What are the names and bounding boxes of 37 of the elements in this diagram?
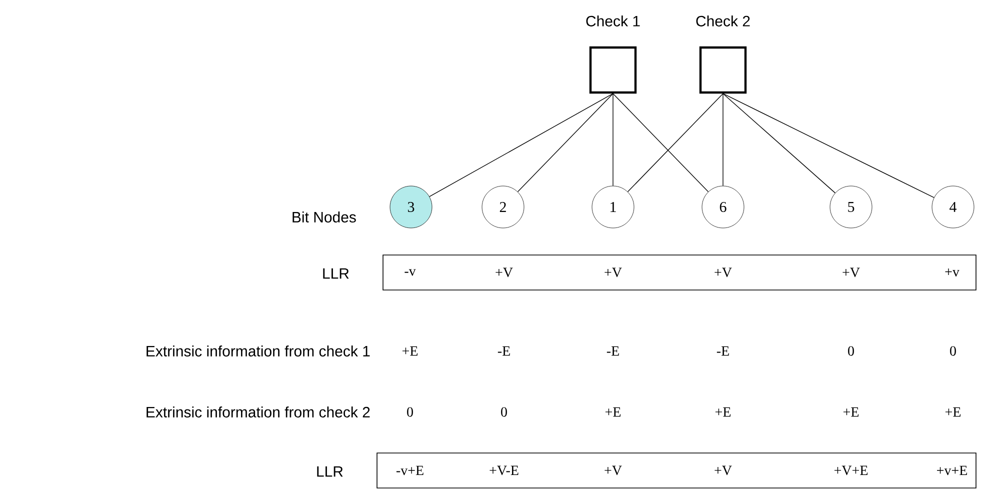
row-label: LLR xyxy=(323,268,349,279)
node-label: Check 2 xyxy=(696,15,750,26)
node-label: Check 1 xyxy=(586,15,640,26)
cell-value: -E xyxy=(606,346,619,356)
cell-value: 0 xyxy=(501,407,507,417)
bit-node: 5 xyxy=(830,186,872,228)
cell-value: -E xyxy=(498,346,510,356)
row-label: Extrinsic information from check 2 xyxy=(146,406,370,418)
connector-line xyxy=(722,93,934,198)
bit-node: 4 xyxy=(932,186,974,228)
bit-node: 2 xyxy=(482,186,524,228)
connector-line xyxy=(722,93,724,186)
row-label: Extrinsic information from check 1 xyxy=(146,345,370,356)
bit-node: 1 xyxy=(592,186,634,228)
connector-line xyxy=(627,93,724,192)
check-node: Check 2 xyxy=(696,15,750,94)
cell-value: +E xyxy=(715,407,731,417)
cell-value: +E xyxy=(605,407,621,417)
connector-line xyxy=(612,93,709,192)
cell-value: +E xyxy=(945,407,961,417)
connector-line xyxy=(517,93,614,192)
row-label: LLR xyxy=(317,466,343,477)
cell-value: -E xyxy=(716,346,729,356)
cell-value: +E xyxy=(402,346,418,356)
row-label: Bit Nodes xyxy=(292,211,356,222)
cell-value: 0 xyxy=(407,407,413,417)
check-node: Check 1 xyxy=(586,15,640,94)
bit-node: 3 xyxy=(390,186,432,228)
cell-value: 0 xyxy=(950,346,956,356)
bit-node: 6 xyxy=(702,186,744,228)
connector-line xyxy=(612,93,614,186)
connector-line xyxy=(722,93,836,194)
cell-value: 0 xyxy=(848,346,854,356)
llr-row: -v+E +V-E +V +V +V+E +v+E xyxy=(376,452,976,488)
connector-line xyxy=(429,93,614,197)
cell-value: +E xyxy=(843,407,859,417)
llr-row: -v +V +V +V +V +v xyxy=(382,254,976,290)
